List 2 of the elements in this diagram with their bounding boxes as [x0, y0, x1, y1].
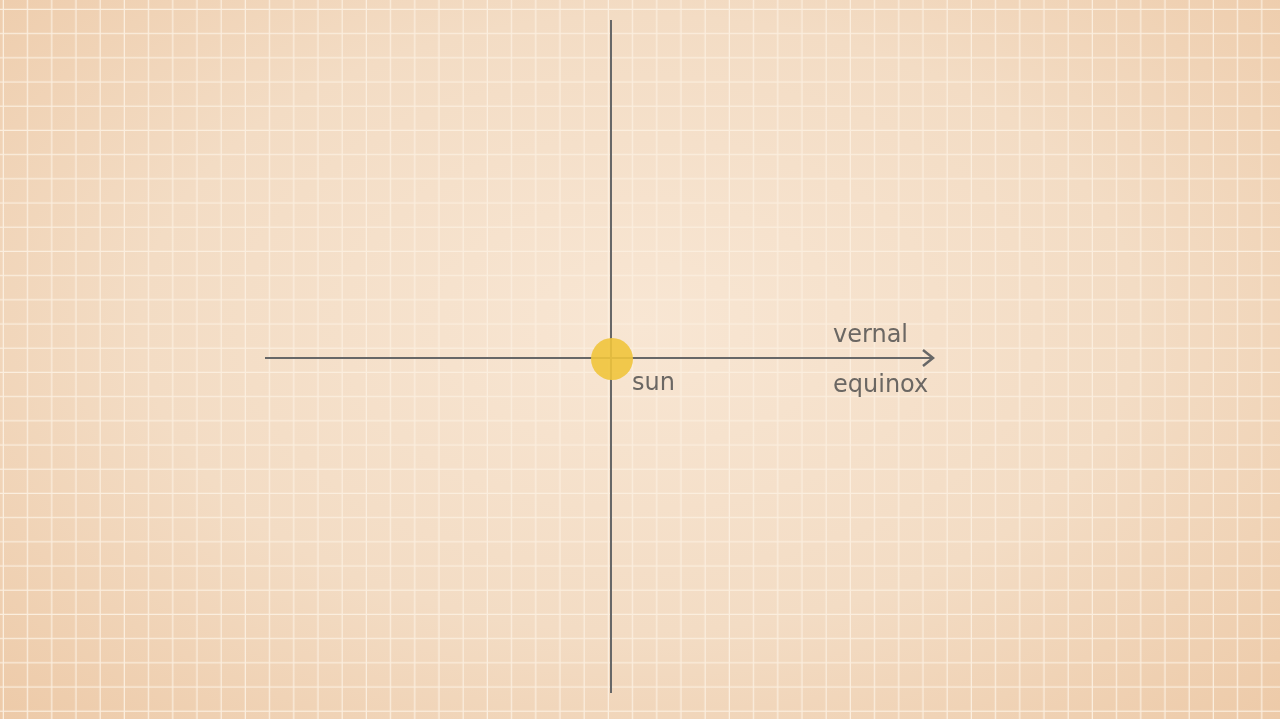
axis-label: vernal equinox — [833, 319, 930, 400]
sun-label: sun — [632, 367, 676, 398]
